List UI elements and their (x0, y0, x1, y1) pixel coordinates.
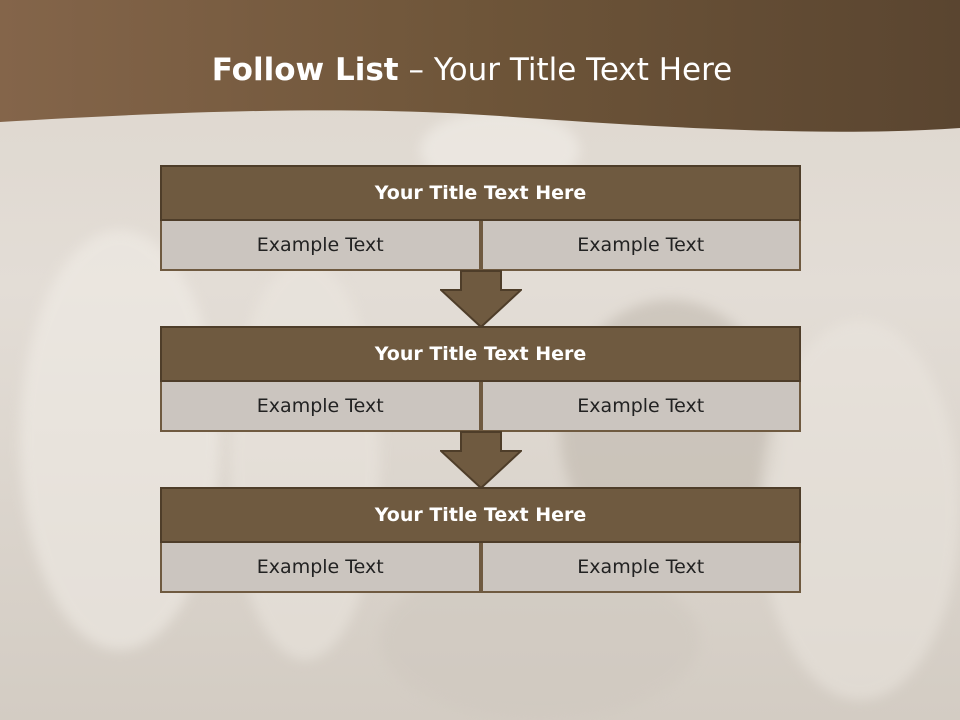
title-bold-text: Follow List (211, 52, 399, 88)
block-cells-row: Example Text Example Text (160, 543, 801, 593)
block-cells-row: Example Text Example Text (160, 382, 801, 432)
block-cell-left: Example Text (160, 221, 481, 271)
block-cell-right: Example Text (480, 543, 801, 593)
list-block-1: Your Title Text Here Example Text Exampl… (160, 165, 801, 271)
list-block-2: Your Title Text Here Example Text Exampl… (160, 326, 801, 432)
title-band (0, 0, 960, 132)
down-arrow-icon (440, 270, 522, 328)
block-cell-left: Example Text (160, 543, 481, 593)
block-cell-right: Example Text (480, 382, 801, 432)
background-column (230, 260, 380, 660)
block-title: Your Title Text Here (160, 487, 801, 543)
list-block-3: Your Title Text Here Example Text Exampl… (160, 487, 801, 593)
down-arrow-icon (440, 431, 522, 489)
block-cells-row: Example Text Example Text (160, 221, 801, 271)
block-cell-left: Example Text (160, 382, 481, 432)
page-title: Follow List – Your Title Text Here (0, 52, 944, 88)
block-title: Your Title Text Here (160, 165, 801, 221)
title-rest-text: – Your Title Text Here (398, 52, 733, 88)
block-title: Your Title Text Here (160, 326, 801, 382)
block-cell-right: Example Text (480, 221, 801, 271)
